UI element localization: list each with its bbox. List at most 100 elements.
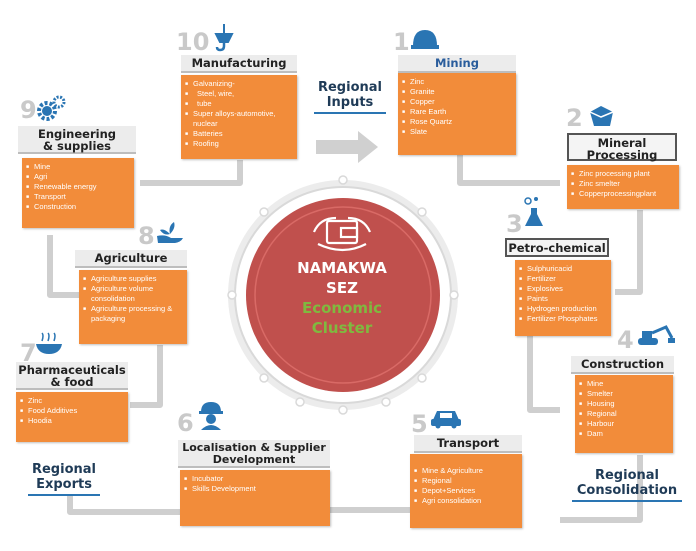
list-item: Explosives (519, 284, 607, 294)
food-bowl-icon (36, 332, 62, 354)
list-item: Zinc (20, 396, 124, 406)
connector-agri-engineering (47, 235, 80, 298)
list-item: Skills Development (184, 484, 326, 494)
connector-pharma-agri (130, 345, 163, 408)
mining-number: 1 (393, 28, 410, 56)
engineering-list: Mine Agri Renewable energy Transport Con… (22, 158, 134, 228)
list-item: Construction (26, 202, 130, 212)
engineering-number: 9 (20, 96, 37, 124)
list-item: Zinc processing plant (571, 169, 675, 179)
list-item: Granite (402, 87, 512, 97)
list-item: Roofing (185, 139, 293, 149)
agriculture-number: 8 (138, 222, 155, 250)
manufacturing-list: Galvanizing- Steel, wire, tube Super all… (181, 75, 297, 159)
list-item: Mine & Agriculture (414, 466, 518, 476)
center-line4: Cluster (311, 319, 373, 337)
plant-hand-icon (157, 222, 183, 243)
construction-list: Mine Smelter Housing Regional Harbour Da… (575, 375, 673, 453)
mineral-number: 2 (566, 104, 583, 132)
list-item: Renewable energy (26, 182, 130, 192)
list-item: Agriculture processing & packaging (83, 304, 183, 324)
connector-engineering-manufacturing (140, 160, 243, 186)
mineral-title: Mineral Processing (567, 133, 677, 161)
regional-consolidation-label: Regional Consolidation (572, 468, 682, 502)
list-item: Fertilizer (519, 274, 607, 284)
central-circle (227, 175, 459, 415)
list-item: Batteries (185, 129, 293, 139)
localisation-list: Incubator Skills Development (180, 470, 330, 526)
list-item: Galvanizing- (185, 79, 293, 89)
list-item: Harbour (579, 419, 669, 429)
connector-petro-construction (527, 335, 560, 413)
localisation-title: Localisation & Supplier Development (178, 440, 330, 468)
list-item: Copper (402, 97, 512, 107)
list-item: Agriculture supplies (83, 274, 183, 284)
list-item: Slate (402, 127, 512, 137)
list-item: Transport (26, 192, 130, 202)
list-item: Hydrogen production (519, 304, 607, 314)
flask-icon (524, 197, 543, 226)
list-item: Zinc smelter (571, 179, 675, 189)
list-item: Sulphuricacid (519, 264, 607, 274)
connector-localisation-pharma (67, 495, 180, 515)
list-item: Food Additives (20, 406, 124, 416)
list-item: Fertilizer Phosphates (519, 314, 607, 324)
regional-inputs-arrow (316, 131, 378, 163)
localisation-number: 6 (177, 409, 194, 437)
transport-title: Transport (414, 435, 522, 453)
list-item: Housing (579, 399, 669, 409)
wallet-hands-icon (312, 216, 372, 252)
center-line1: NAMAKWA (297, 259, 387, 277)
construction-title: Construction (571, 356, 674, 374)
gears-icon (37, 95, 66, 121)
list-item: Smelter (579, 389, 669, 399)
list-item: Dam (579, 429, 669, 439)
connector-mining-mineral (457, 155, 560, 186)
list-item: Agri consolidation (414, 496, 518, 506)
list-item: Incubator (184, 474, 326, 484)
list-item: Zinc (402, 77, 512, 87)
center-line3: Economic (301, 299, 383, 317)
crane-hook-icon (214, 24, 234, 52)
excavator-icon (638, 325, 675, 345)
construction-number: 4 (617, 326, 634, 354)
list-item: Depot+Services (414, 486, 518, 496)
mining-list: Zinc Granite Copper Rare Earth Rose Quar… (398, 73, 516, 155)
regional-inputs-label: Regional Inputs (314, 80, 386, 114)
petro-title: Petro-chemical (505, 238, 609, 257)
agriculture-list: Agriculture supplies Agriculture volume … (79, 270, 187, 344)
mineral-list: Zinc processing plant Zinc smelter Coppe… (567, 165, 679, 209)
connector-construction-transport (560, 455, 643, 523)
list-item: Steel, wire, (185, 89, 293, 99)
petro-list: Sulphuricacid Fertilizer Explosives Pain… (515, 260, 611, 336)
list-item: tube (185, 99, 293, 109)
connector-mineral-petro (615, 210, 643, 295)
list-item: Rare Earth (402, 107, 512, 117)
list-item: Copperprocessingplant (571, 189, 675, 199)
car-icon (431, 411, 461, 429)
mining-title: Mining (398, 55, 516, 73)
regional-exports-label: Regional Exports (28, 462, 100, 496)
central-cluster-label: NAMAKWA SEZ Economic Cluster (262, 258, 422, 338)
list-item: Mine (579, 379, 669, 389)
list-item: Super alloys-automotive, nuclear (185, 109, 293, 129)
transport-list: Mine & Agriculture Regional Depot+Servic… (410, 454, 522, 528)
pharma-title: Pharmaceuticals & food (16, 362, 128, 390)
pharma-number: 7 (20, 339, 37, 367)
manufacturing-title: Manufacturing (181, 55, 297, 73)
engineering-title: Engineering & supplies (18, 126, 136, 154)
pharma-list: Zinc Food Additives Hoodia (16, 392, 128, 442)
worker-icon (199, 402, 223, 430)
list-item: Agri (26, 172, 130, 182)
list-item: Regional (414, 476, 518, 486)
list-item: Hoodia (20, 416, 124, 426)
manufacturing-number: 10 (176, 28, 210, 56)
mineral-gem-icon (589, 106, 614, 126)
list-item: Regional (579, 409, 669, 419)
list-item: Rose Quartz (402, 117, 512, 127)
list-item: Paints (519, 294, 607, 304)
list-item: Mine (26, 162, 130, 172)
center-line2: SEZ (326, 279, 358, 297)
list-item: Agriculture volume consolidation (83, 284, 183, 304)
